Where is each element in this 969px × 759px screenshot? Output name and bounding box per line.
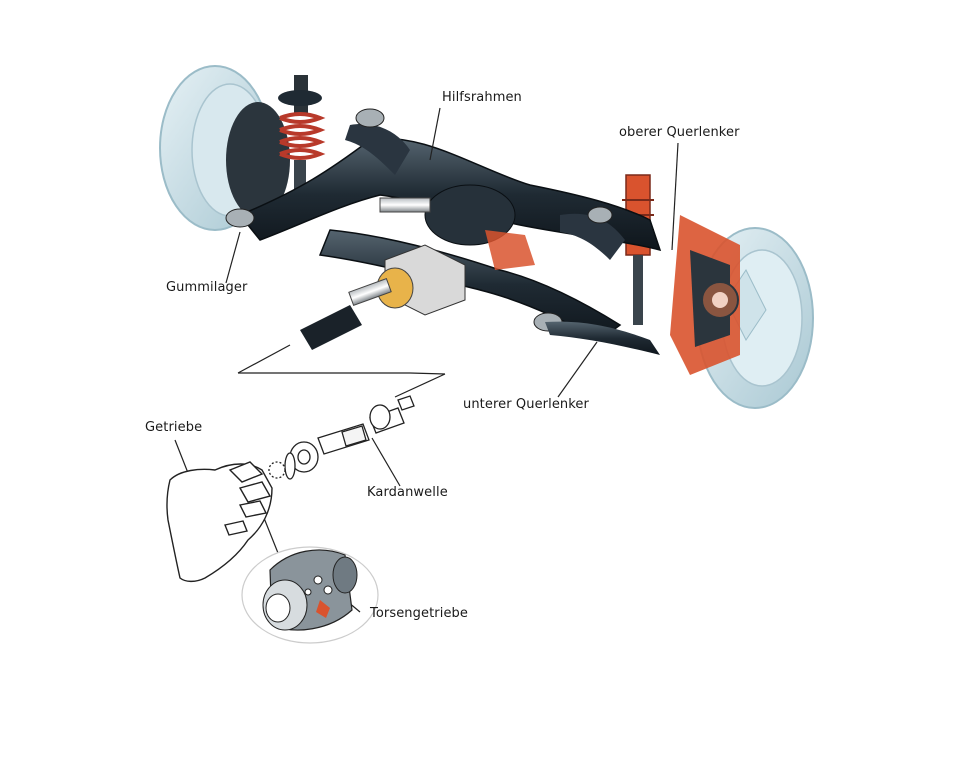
gearbox-sketch xyxy=(166,461,273,583)
label-subframe: Hilfsrahmen xyxy=(442,90,522,105)
label-gearbox: Getriebe xyxy=(145,420,203,435)
right-hub-cutaway xyxy=(670,215,740,375)
label-lower-control-arm: unterer Querlenker xyxy=(463,397,589,412)
label-upper-control-arm: oberer Querlenker xyxy=(619,125,740,140)
label-prop-shaft: Kardanwelle xyxy=(367,485,448,500)
prop-shaft-exploded xyxy=(268,395,415,480)
label-torsen-differential: Torsengetriebe xyxy=(370,606,468,621)
torsen-differential xyxy=(241,546,379,644)
input-flange xyxy=(300,244,466,350)
label-rubber-mount: Gummilager xyxy=(166,280,248,295)
left-wheel xyxy=(159,65,290,231)
right-lower-arm xyxy=(545,321,660,355)
